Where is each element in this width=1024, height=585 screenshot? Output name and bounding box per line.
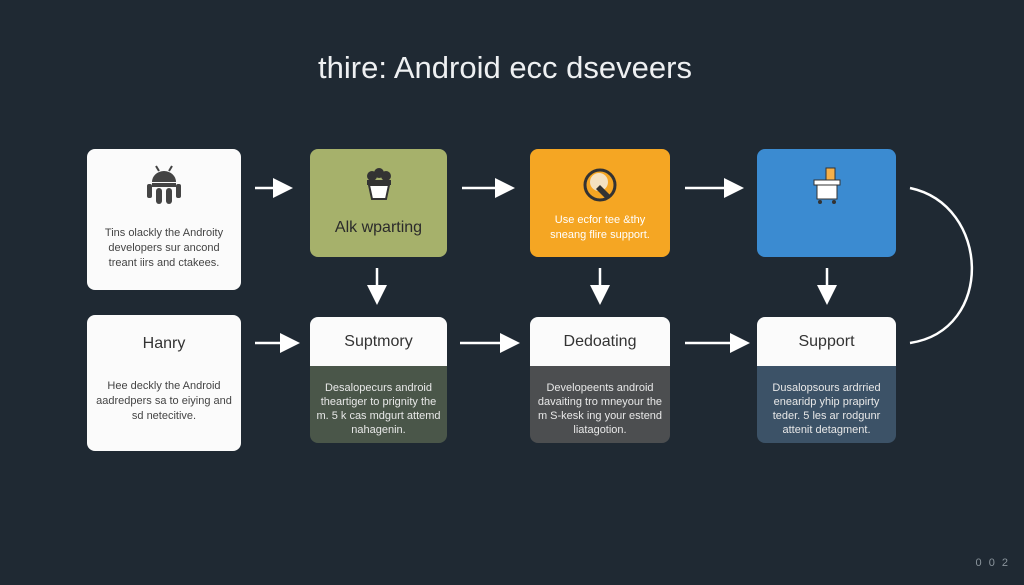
step-label: Dedoating bbox=[530, 317, 670, 366]
step-box-orange: Use ecfor tee &thy sneang flire support. bbox=[530, 149, 670, 257]
diagram-title: thire: Android ecc dseveers bbox=[318, 50, 692, 85]
step-label: Support bbox=[757, 317, 896, 366]
step-description: Hee deckly the Android aadredpers sa to … bbox=[96, 380, 232, 422]
step-box-dedoating: Dedoating Developeents android davaiting… bbox=[530, 317, 670, 443]
wrench-clock-icon bbox=[583, 168, 617, 202]
step-box-support: Support Dusalopsours ardrried enearidp y… bbox=[757, 317, 896, 443]
step-label: Hanry bbox=[142, 335, 186, 352]
step-description: Use ecfor tee &thy sneang flire support. bbox=[550, 214, 650, 241]
page-number: 0 0 2 bbox=[975, 557, 1010, 569]
pot-icon bbox=[366, 168, 391, 200]
step-box-olive: Alk wparting bbox=[310, 149, 447, 257]
step-description: Tins olackly the Androity developers sur… bbox=[104, 227, 224, 269]
desk-icon bbox=[813, 167, 840, 204]
step-description: Desalopecurs android theartiger to prign… bbox=[310, 366, 447, 443]
step-description: Dusalopsours ardrried enearidp yhip prap… bbox=[757, 366, 896, 443]
step-box-suptmory: Suptmory Desalopecurs android theartiger… bbox=[310, 317, 447, 443]
android-icon bbox=[147, 165, 181, 204]
step-box-hanry: Hanry Hee deckly the Android aadredpers … bbox=[87, 315, 241, 451]
step-label: Suptmory bbox=[310, 317, 447, 366]
step-description: Developeents android davaiting tro mneyo… bbox=[530, 366, 670, 443]
step-box-android: Tins olackly the Androity developers sur… bbox=[87, 149, 241, 290]
loop-connector bbox=[909, 186, 974, 345]
step-box-blue bbox=[757, 149, 896, 257]
step-label: Alk wparting bbox=[334, 219, 423, 236]
